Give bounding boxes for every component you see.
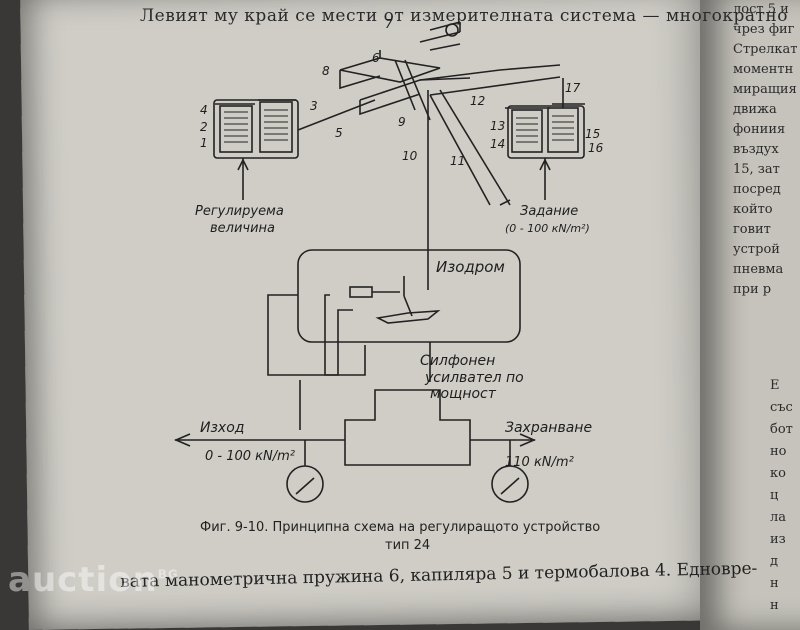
izodrom-piston: [349, 286, 373, 298]
mechanism-frame: [339, 21, 461, 90]
book-page-right: [700, 0, 800, 630]
setpoint-input-arrowhead: [539, 158, 551, 171]
setpoint-range-label: (0 - 100 кN/m²): [505, 222, 590, 235]
num-12: 12: [470, 94, 485, 108]
num-2: 2: [200, 120, 208, 134]
supply-pressure-gauge: [491, 465, 529, 503]
supply-gauge-needle: [500, 477, 520, 495]
izodrom-lever: [375, 310, 441, 324]
num-1: 1: [200, 136, 208, 150]
figure-caption-line2: тип 24: [385, 538, 431, 553]
levers-7: [394, 59, 431, 121]
arm-11: [429, 89, 511, 206]
num-16: 16: [588, 141, 604, 155]
izodrom-label: Изодром: [436, 258, 505, 276]
supply-range-label: 110 кN/m²: [505, 455, 574, 470]
output-label: Изход: [200, 420, 244, 436]
left-bellows-2-folds: [264, 109, 288, 141]
link-12: [419, 64, 561, 96]
line-izodrom-output: [324, 294, 366, 376]
regulated-input-arrowhead: [237, 158, 249, 171]
num-13: 13: [490, 119, 505, 133]
amplifier-label-1: Силфонен: [420, 353, 495, 369]
num-5: 5: [335, 126, 343, 140]
num-10: 10: [402, 149, 418, 163]
amplifier-label-3: мощност: [430, 386, 497, 402]
num-11: 11: [450, 154, 465, 168]
output-range-label: 0 - 100 кN/m²: [205, 449, 295, 464]
line-izodrom-feedback: [267, 294, 353, 376]
auction-watermark: auctionBG: [8, 560, 179, 600]
left-bellows-1-folds: [224, 111, 248, 143]
right-bellows-housing: [507, 105, 585, 159]
output-gauge-needle: [295, 477, 315, 495]
pivot-knob: [445, 23, 459, 37]
num-6: 6: [372, 51, 380, 65]
figure-caption: Фиг. 9-10. Принципна схема на регулиращо…: [200, 520, 601, 535]
right-bellows-1: [511, 109, 543, 153]
supply-label: Захранване: [505, 420, 592, 436]
bellows-amplifier: [344, 389, 471, 466]
mechanism-plate: [339, 57, 441, 83]
output-pressure-gauge: [286, 465, 324, 503]
num-9: 9: [398, 115, 406, 129]
amplifier-label-2: усилвател по: [424, 370, 524, 386]
num-4: 4: [200, 103, 208, 117]
capillary-5: [297, 99, 376, 131]
regulated-quantity-label: величина: [210, 221, 275, 236]
left-bellows-housing: [213, 99, 299, 159]
left-bellows-2: [259, 101, 293, 153]
pointer-arm: [419, 31, 461, 51]
num-17: 17: [565, 81, 581, 95]
izodrom-box: [297, 249, 521, 343]
top-text-line: Левият му край се мести от измерителната…: [140, 6, 788, 26]
supply-arrowhead: [519, 433, 537, 447]
setpoint-label: Задание: [520, 204, 578, 219]
right-bellows-2: [547, 107, 579, 153]
num-8: 8: [322, 64, 330, 78]
izodrom-link: [403, 295, 413, 317]
left-bellows-1: [219, 105, 253, 153]
right-bellows-1-folds: [516, 117, 538, 143]
regulator-schematic: 4 2 1 3 5 6 7 8 9 10 11 12 13 14 15 16 1…: [173, 17, 604, 503]
right-bellows-2-folds: [552, 115, 574, 141]
regulated-label: Регулируема: [195, 204, 284, 219]
num-7: 7: [385, 17, 393, 31]
num-3: 3: [310, 99, 318, 113]
num-14: 14: [490, 137, 505, 151]
num-15: 15: [585, 127, 600, 141]
output-arrowhead: [173, 433, 191, 447]
